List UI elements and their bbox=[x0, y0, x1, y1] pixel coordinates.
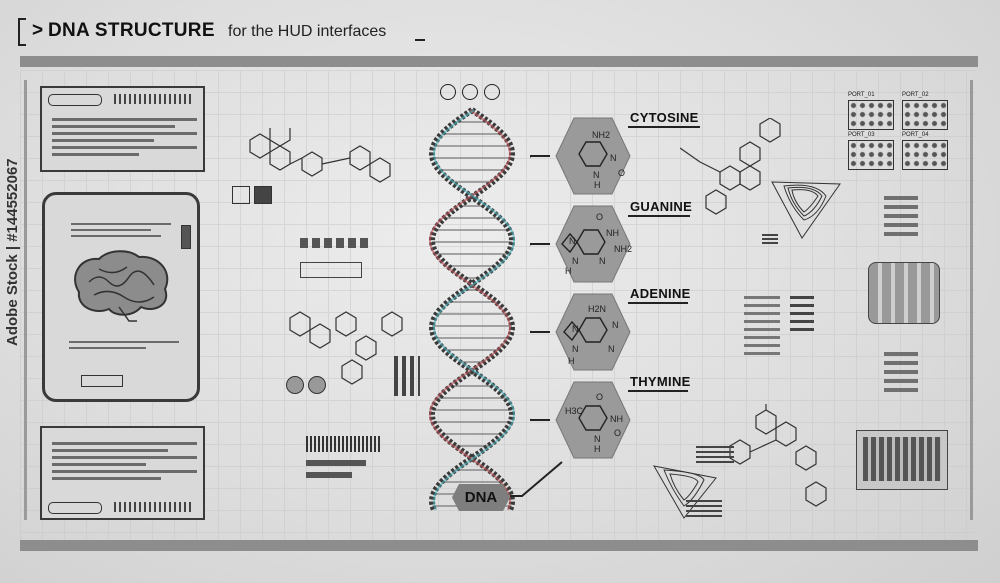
brain-panel-text bbox=[71, 219, 171, 241]
radar-chart-top bbox=[771, 181, 841, 239]
panel-control-strip-bottom bbox=[48, 502, 102, 514]
thymine-formula-h: H bbox=[594, 444, 601, 454]
page-subtitle: for the HUD interfaces bbox=[228, 23, 387, 40]
right-rail bbox=[970, 80, 973, 520]
port-label-3: PORT_03 bbox=[848, 132, 875, 138]
nucleotide-hexagons bbox=[530, 117, 631, 459]
panel-text-lines bbox=[52, 114, 197, 160]
thymine-formula-n: N bbox=[594, 434, 601, 444]
guanine-formula-h: H bbox=[565, 266, 572, 276]
readout-block-d bbox=[686, 500, 722, 520]
page-title: DNA STRUCTURE bbox=[48, 20, 215, 41]
thymine-formula-h3c: H3C bbox=[565, 406, 584, 416]
header-title-prefix: > bbox=[32, 20, 44, 41]
nucleotide-label-adenine: ADENINE bbox=[630, 286, 691, 301]
port-label-2: PORT_02 bbox=[902, 92, 929, 98]
guanine-formula-n3: N bbox=[599, 256, 606, 266]
guanine-formula-n2: N bbox=[572, 256, 579, 266]
thymine-formula-nh: NH bbox=[610, 414, 623, 424]
panel-text-lines-bottom bbox=[52, 438, 197, 484]
thymine-formula-o: O bbox=[596, 392, 604, 402]
adenine-formula-n2: N bbox=[612, 320, 619, 330]
adenine-formula-h2n: H2N bbox=[588, 304, 607, 314]
watermark-text: Adobe Stock | #144552067 bbox=[4, 158, 21, 346]
adenine-underline bbox=[628, 302, 688, 304]
cytosine-underline bbox=[628, 126, 700, 128]
port-label-1: PORT_01 bbox=[848, 92, 875, 98]
dna-label-tag: DNA bbox=[452, 484, 510, 511]
bone-icon bbox=[462, 84, 478, 100]
adenine-formula-n4: N bbox=[608, 344, 615, 354]
cytosine-formula-h: H bbox=[594, 180, 601, 190]
thymine-underline bbox=[628, 390, 688, 392]
panel-barcode-bottom bbox=[114, 502, 194, 512]
molecule-chain-top-left bbox=[249, 128, 391, 183]
cytosine-formula-o: O bbox=[618, 168, 626, 178]
bar-chart-panel bbox=[856, 430, 948, 490]
header: > DNA STRUCTURE for the HUD interfaces bbox=[18, 18, 438, 46]
panel-control-strip bbox=[48, 94, 102, 106]
readout-block-b bbox=[744, 296, 818, 366]
port-box-4 bbox=[902, 140, 948, 170]
brain-panel bbox=[42, 192, 200, 402]
header-bracket bbox=[18, 18, 26, 46]
icon-cluster-b bbox=[300, 238, 372, 282]
readout-block-a bbox=[762, 234, 778, 246]
molecule-chain-bottom-right bbox=[729, 404, 827, 507]
bottom-bar bbox=[20, 540, 978, 551]
info-panel-top bbox=[40, 86, 205, 172]
cytosine-formula-nh2: NH2 bbox=[592, 130, 611, 140]
brain-icon bbox=[74, 250, 169, 322]
nucleotide-label-thymine: THYMINE bbox=[630, 374, 691, 389]
left-rail bbox=[24, 80, 27, 520]
checkbox-list-top bbox=[884, 196, 918, 236]
nucleotide-label-cytosine: CYTOSINE bbox=[630, 110, 699, 125]
molecule-chain-mid-left bbox=[289, 311, 403, 385]
molecule-chain-top-right bbox=[680, 118, 781, 215]
guanine-underline bbox=[628, 215, 690, 217]
top-bar bbox=[20, 56, 978, 67]
icon-cluster-a bbox=[232, 186, 274, 206]
pill-icon bbox=[440, 84, 456, 100]
guanine-formula-nh2: NH2 bbox=[614, 244, 633, 254]
cytosine-formula-n: N bbox=[593, 170, 600, 180]
toggle-sliders bbox=[394, 356, 420, 396]
dna-helix bbox=[428, 107, 516, 512]
port-grid: PORT_01 PORT_02 PORT_03 PORT_04 bbox=[836, 92, 956, 178]
capsule-chart bbox=[868, 262, 940, 324]
cursor-underscore bbox=[415, 39, 425, 41]
radar-chart-bottom bbox=[653, 465, 717, 519]
dna-connector bbox=[510, 461, 563, 497]
adenine-formula-h: H bbox=[568, 356, 575, 366]
port-box-2 bbox=[902, 100, 948, 130]
cytosine-formula-n2: N bbox=[610, 153, 617, 163]
port-box-1 bbox=[848, 100, 894, 130]
readout-block-c bbox=[696, 446, 734, 466]
adenine-formula-n: N bbox=[572, 324, 579, 334]
brain-panel-footer-chip bbox=[81, 375, 123, 387]
adenine-formula-n3: N bbox=[572, 344, 579, 354]
helix-icon-row bbox=[440, 84, 500, 100]
thymine-formula-o2: O bbox=[614, 428, 622, 438]
port-label-4: PORT_04 bbox=[902, 132, 929, 138]
syringe-icon bbox=[484, 84, 500, 100]
guanine-formula-nh: NH bbox=[606, 228, 619, 238]
port-box-3 bbox=[848, 140, 894, 170]
checkbox-list-bottom bbox=[884, 352, 918, 394]
nucleotide-label-guanine: GUANINE bbox=[630, 199, 693, 214]
guanine-formula-n: N bbox=[569, 236, 576, 246]
brain-panel-caption bbox=[69, 337, 179, 353]
guanine-formula-o: O bbox=[596, 212, 604, 222]
brain-panel-toggle bbox=[181, 225, 191, 249]
waveform-block bbox=[306, 436, 382, 484]
panel-barcode bbox=[114, 94, 194, 104]
info-panel-bottom bbox=[40, 426, 205, 520]
dial-pair bbox=[286, 376, 332, 394]
